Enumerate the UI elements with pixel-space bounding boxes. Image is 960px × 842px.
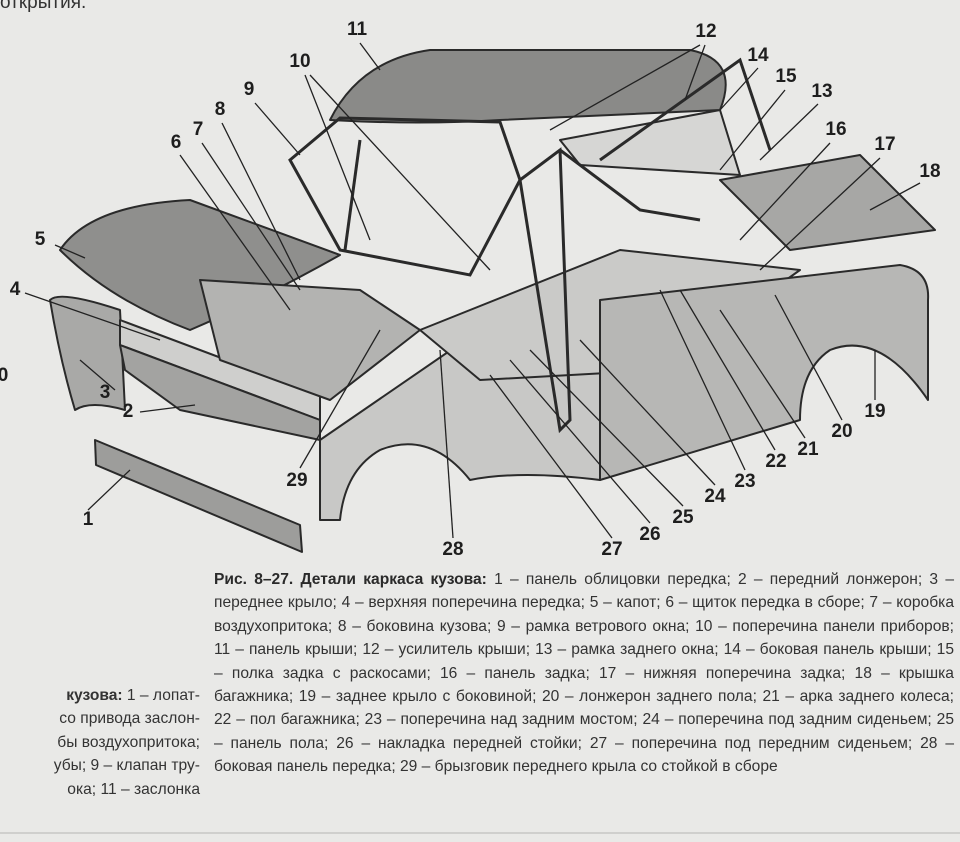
callout-24: 24: [704, 486, 726, 507]
callout-5: 5: [34, 229, 46, 250]
front-apron: [119, 344, 321, 441]
leader-lines: [24, 42, 921, 539]
front-fender: [49, 295, 126, 411]
car-body-exploded-diagram: [24, 42, 936, 553]
left-figure-caption-fragment: кузова: 1 – лопат- со привода заслон- бы…: [0, 684, 200, 801]
callout-25: 25: [672, 507, 694, 528]
rear-shelf: [559, 109, 741, 176]
callout-3: 3: [99, 382, 111, 403]
callout-15: 15: [775, 66, 797, 87]
callout-13: 13: [811, 81, 833, 102]
callout-27: 27: [601, 539, 623, 560]
callout-20: 20: [831, 421, 853, 442]
figure-caption: Рис. 8–27. Детали каркаса кузова: 1 – па…: [214, 568, 954, 779]
caption-text: 1 – панель облицовки передка; 2 – передн…: [214, 571, 954, 776]
left-caption-line: со привода заслон-: [59, 710, 200, 728]
callout-19: 19: [864, 401, 886, 422]
callout-17: 17: [874, 134, 896, 155]
callout-11: 11: [346, 19, 368, 40]
left-caption-line: бы воздухопритока;: [57, 733, 200, 751]
callout-29: 29: [286, 470, 308, 491]
callout-1: 1: [82, 509, 94, 530]
callout-2: 2: [122, 401, 134, 422]
callout-14: 14: [747, 45, 769, 66]
rear-door-frame: [559, 148, 701, 222]
callout-22: 22: [765, 451, 787, 472]
callout-16: 16: [825, 119, 847, 140]
callout-4: 4: [9, 279, 21, 300]
left-caption-line: убы; 9 – клапан тру-: [53, 757, 200, 775]
callout-18: 18: [919, 161, 941, 182]
front-facing-panel: [94, 439, 303, 553]
callout-9: 9: [243, 79, 255, 100]
caption-label: Рис. 8–27. Детали каркаса кузова:: [214, 571, 487, 588]
callout-28: 28: [442, 539, 464, 560]
previous-paragraph-fragment: открытия.: [0, 0, 87, 13]
callout-partial-10: 0: [0, 365, 9, 386]
callout-26: 26: [639, 524, 661, 545]
callout-8: 8: [214, 99, 226, 120]
left-caption-label: кузова:: [66, 687, 123, 704]
rear-fender: [599, 264, 930, 481]
page-bottom-edge: [0, 832, 960, 834]
b-pillar: [518, 147, 572, 434]
callout-23: 23: [734, 471, 756, 492]
trunk-lid: [719, 154, 936, 251]
callout-12: 12: [695, 21, 717, 42]
dash-panel: [199, 279, 421, 401]
callout-10: 10: [289, 51, 311, 72]
callout-21: 21: [797, 439, 819, 460]
left-caption-line: 1 – лопат-: [122, 687, 200, 704]
callout-7: 7: [192, 119, 204, 140]
callout-6: 6: [170, 132, 182, 153]
roof-panel: [329, 49, 727, 124]
left-caption-line: ока; 11 – заслонка: [67, 780, 200, 798]
